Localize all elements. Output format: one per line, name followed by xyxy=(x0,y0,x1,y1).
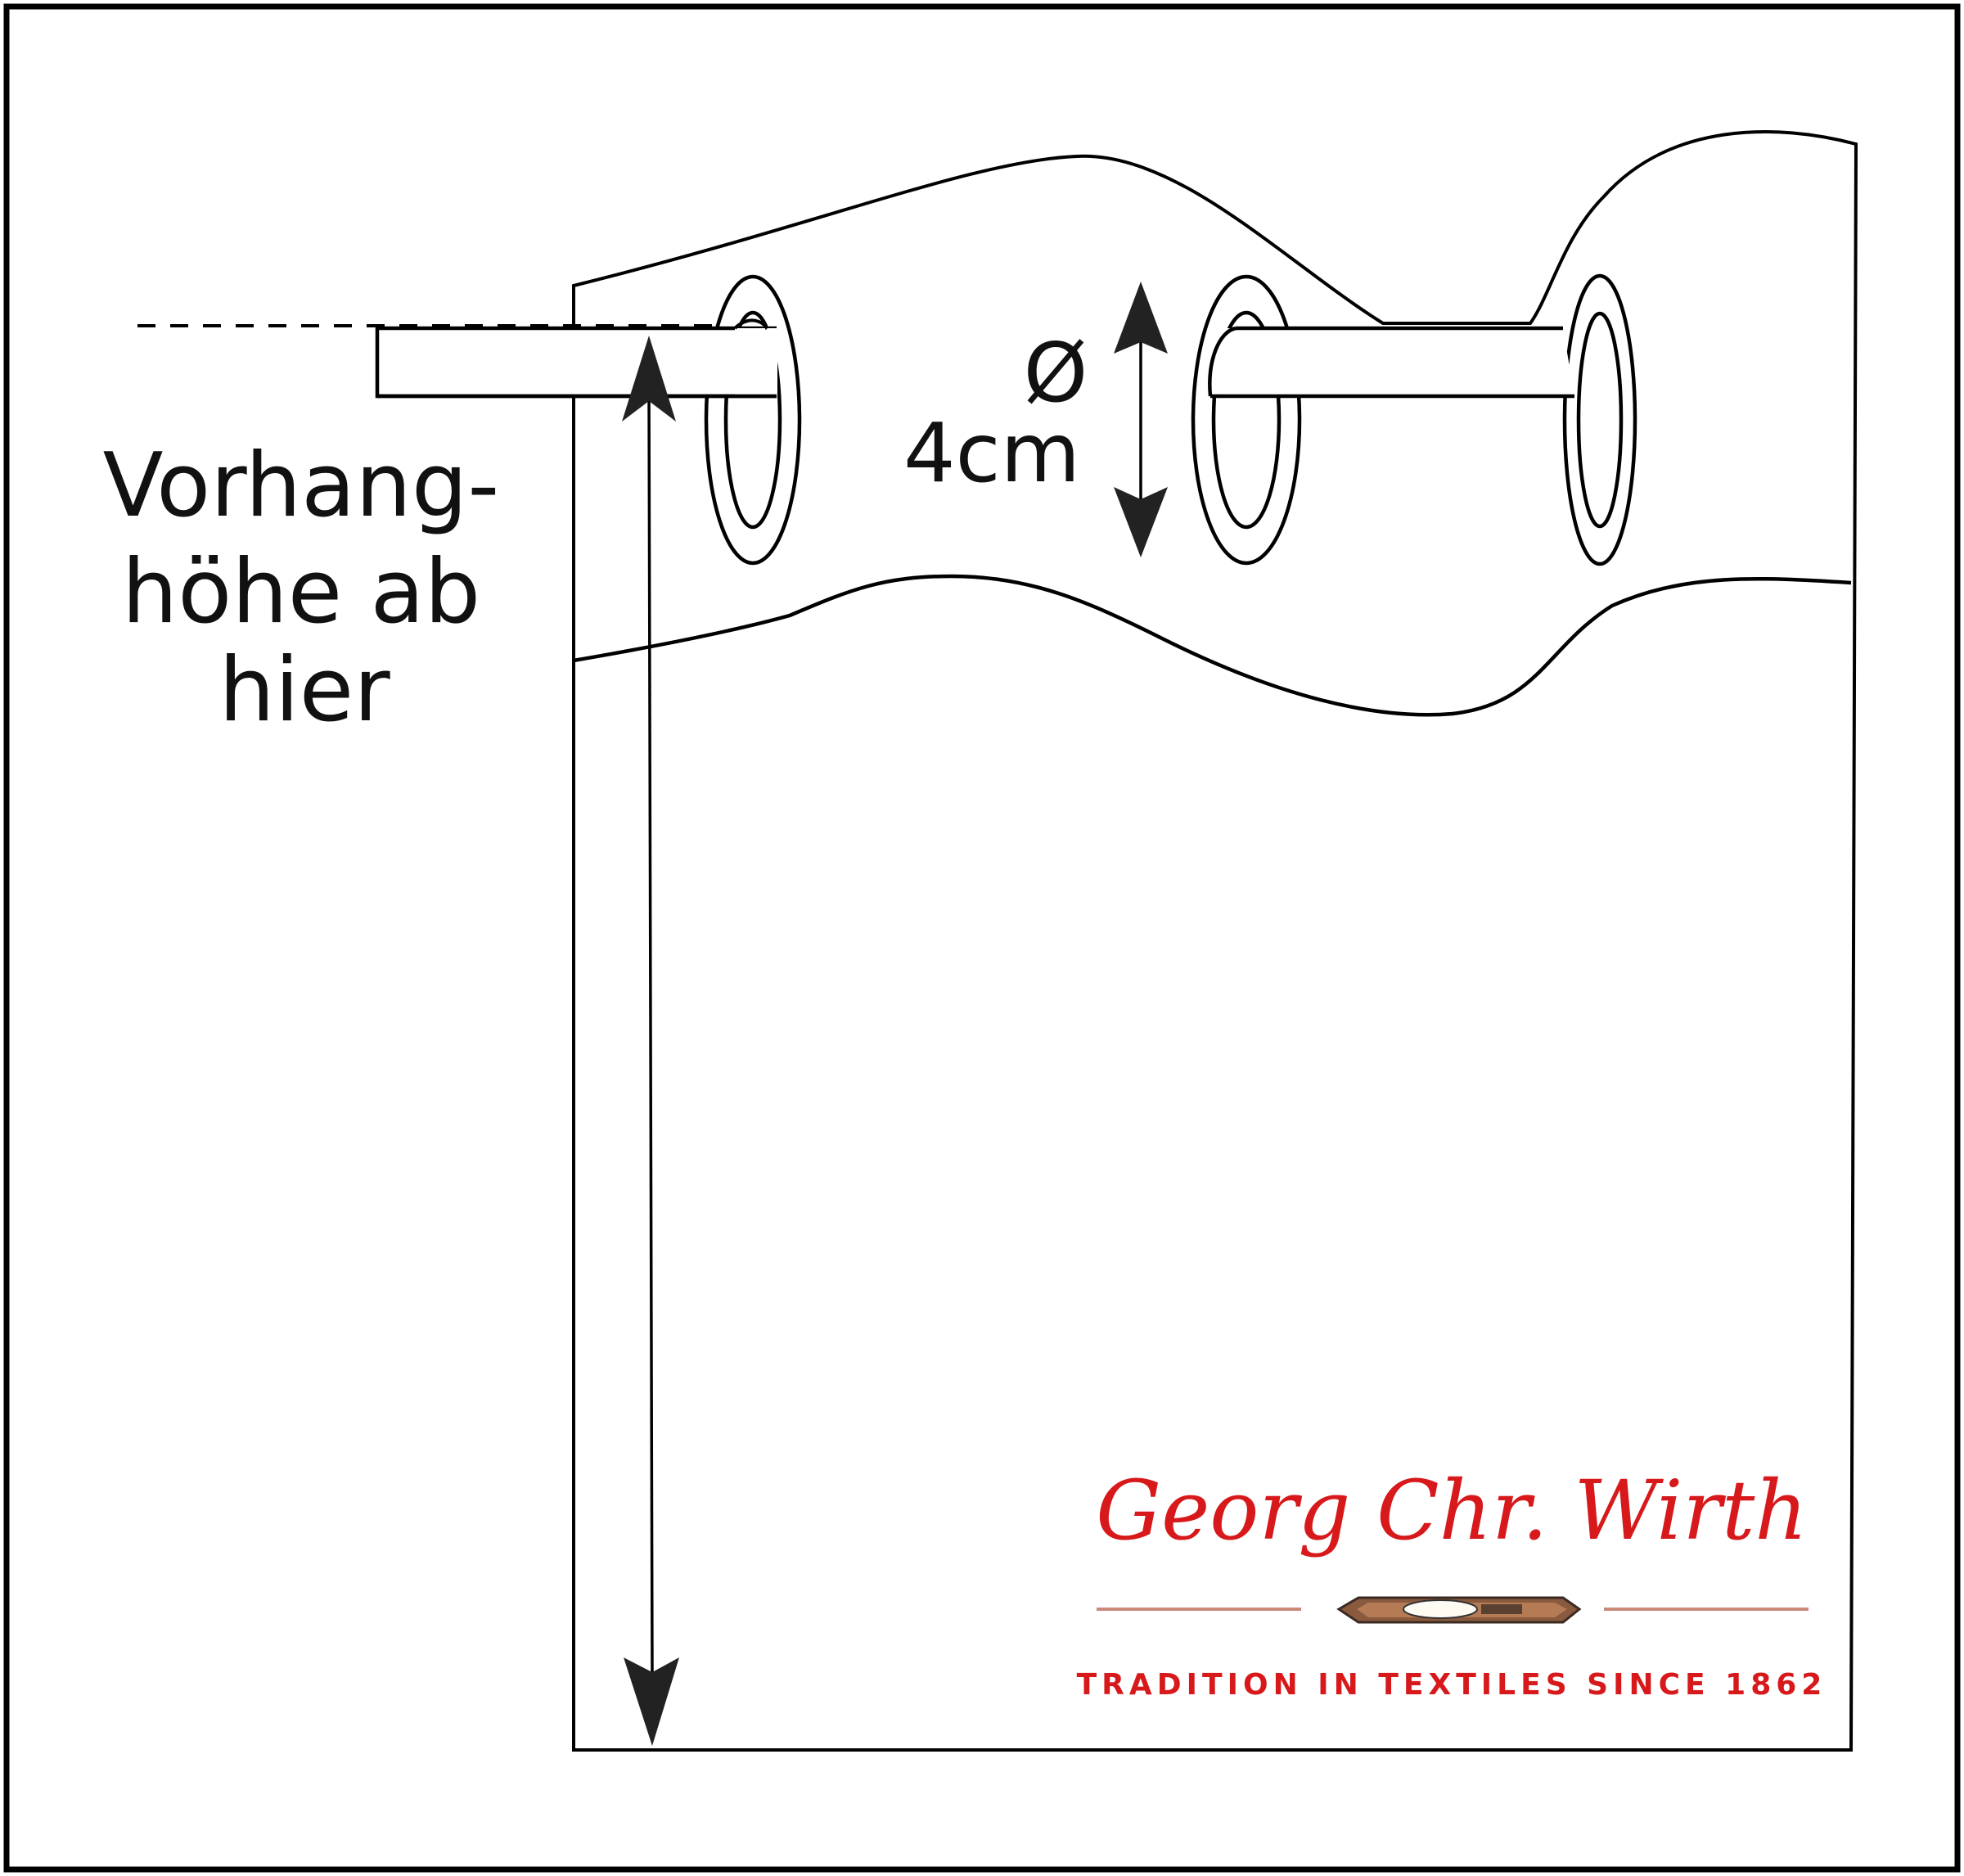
brand-tagline: TRADITION IN TEXTILES SINCE 1862 xyxy=(1077,1668,1827,1702)
curtain-panel xyxy=(572,130,1858,1752)
weaving-shuttle-icon xyxy=(1336,1596,1582,1624)
header-wave-line xyxy=(573,574,1852,717)
brand-logo: Georg Chr. Wirth TRADITION IN TEXTILES S… xyxy=(1077,1463,1827,1702)
eyelet-ring-3 xyxy=(1562,273,1637,566)
height-label-line3: hier xyxy=(218,639,390,742)
height-label-line1: Vorhang- xyxy=(103,435,500,537)
eyelet-ring-2 xyxy=(1191,274,1302,566)
diameter-arrow xyxy=(1114,282,1168,557)
diameter-symbol: Ø xyxy=(1024,325,1088,421)
outer-frame xyxy=(3,3,1961,1873)
brand-name: Georg Chr. Wirth xyxy=(1096,1463,1808,1558)
curtain-rod xyxy=(375,318,1574,399)
height-arrow xyxy=(622,336,679,1746)
height-label-line2: höhe ab xyxy=(122,541,481,643)
diameter-value: 4cm xyxy=(903,405,1080,501)
